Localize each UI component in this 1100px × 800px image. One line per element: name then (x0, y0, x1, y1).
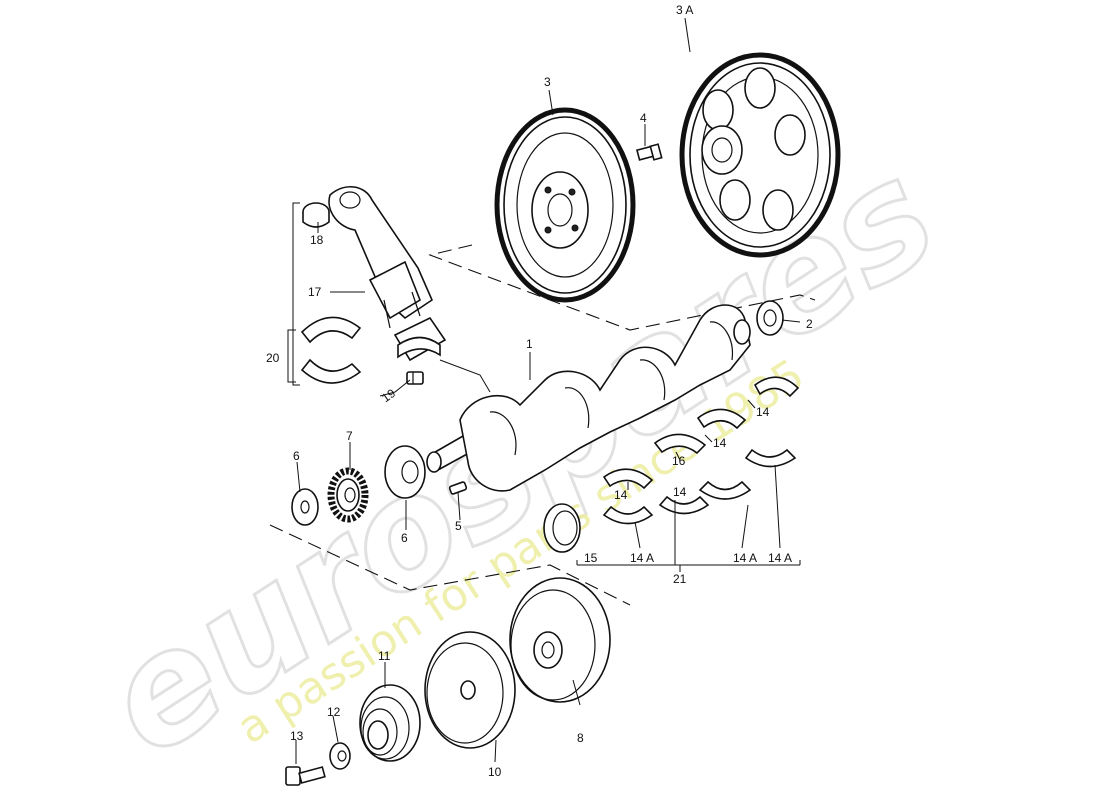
callout-14-c: 14 (614, 488, 628, 502)
callout-8: 8 (577, 731, 584, 745)
callout-10: 10 (488, 765, 502, 779)
callout-19: 19 (379, 386, 398, 405)
callout-13: 13 (290, 729, 304, 743)
callout-11: 11 (378, 649, 391, 663)
callout-4: 4 (640, 111, 647, 125)
callout-14-b: 14 (713, 436, 727, 450)
callout-12: 12 (327, 705, 341, 719)
callout-14a-3: 14 A (768, 551, 792, 565)
flywheel-3 (494, 107, 636, 303)
leader-lines (287, 17, 801, 764)
washer-6-right (384, 445, 426, 499)
callout-14a-2: 14 A (733, 551, 757, 565)
callout-15: 15 (584, 551, 598, 565)
callout-5: 5 (455, 519, 462, 533)
callout-3: 3 (544, 75, 551, 89)
callout-6-left: 6 (293, 449, 300, 463)
callout-14-d: 14 (673, 485, 687, 499)
bolt-4 (635, 143, 663, 161)
callout-16: 16 (672, 454, 686, 468)
group-boundaries (269, 244, 816, 606)
callout-20: 20 (266, 351, 280, 365)
callout-18: 18 (310, 233, 324, 247)
bolt-13 (285, 766, 326, 786)
callout-17: 17 (308, 285, 322, 299)
pulley-8 (509, 577, 611, 703)
key-5 (448, 481, 468, 495)
bushing-18 (302, 202, 330, 228)
callout-3a: 3 A (676, 3, 693, 17)
pulley-10 (424, 631, 516, 749)
callout-2: 2 (806, 317, 813, 331)
connecting-rod-17 (328, 186, 447, 362)
callout-14a-1: 14 A (630, 551, 654, 565)
callout-21: 21 (673, 572, 687, 586)
rod-bearing-shells-20 (300, 316, 362, 384)
main-bearing-shells (602, 376, 800, 525)
seal-15 (543, 503, 581, 553)
flywheel-3a (679, 52, 841, 258)
callout-14-a: 14 (756, 405, 770, 419)
spacer-12 (329, 742, 351, 770)
pilot-bearing-2 (756, 300, 784, 336)
washer-6-left (291, 488, 319, 526)
callout-6-right: 6 (401, 531, 408, 545)
callout-1: 1 (526, 337, 533, 351)
callout-7: 7 (346, 429, 353, 443)
sprocket-7 (327, 467, 369, 523)
crankshaft-1 (426, 304, 751, 492)
damper-11 (359, 684, 421, 762)
nut-19 (406, 371, 424, 385)
